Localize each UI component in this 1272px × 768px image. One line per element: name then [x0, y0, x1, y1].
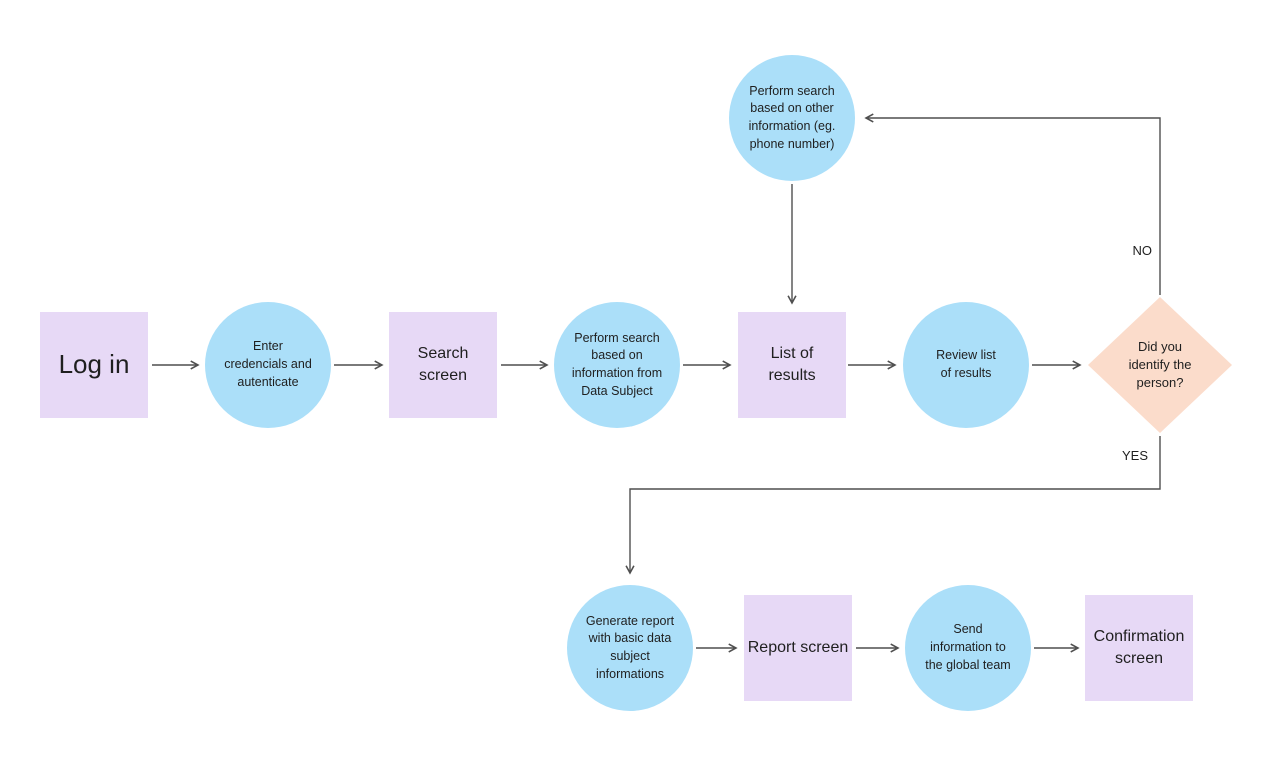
edge-decision-no-to-perform-search-other — [864, 113, 1161, 295]
edge-decision-yes-to-generate-report — [625, 436, 1161, 575]
node-label: Review list of results — [936, 348, 996, 380]
node-perform-search-data-subject: Perform search based on information from… — [554, 302, 680, 428]
node-perform-search-other-info: Perform search based on other informatio… — [729, 55, 855, 181]
node-login: Log in — [40, 312, 148, 418]
node-confirmation-screen: Confirmation screen — [1085, 595, 1193, 701]
node-list-of-results: List of results — [738, 312, 846, 418]
edge-label-no: NO — [1132, 243, 1153, 258]
node-send-information: Send information to the global team — [905, 585, 1031, 711]
node-label: Generate report with basic data subject … — [585, 613, 675, 681]
node-report-screen: Report screen — [744, 595, 852, 701]
node-enter-credentials: Enter credencials and autenticate — [205, 302, 331, 428]
node-label: Enter credencials and autenticate — [224, 339, 312, 389]
node-label: Send information to the global team — [925, 622, 1011, 672]
edge-label-yes: YES — [1121, 448, 1148, 463]
node-label: Perform search based on information from… — [571, 330, 663, 398]
node-review-list: Review list of results — [903, 302, 1029, 428]
node-generate-report: Generate report with basic data subject … — [567, 585, 693, 711]
node-search-screen: Search screen — [389, 312, 497, 418]
node-label: Perform search based on other informatio… — [748, 83, 836, 151]
